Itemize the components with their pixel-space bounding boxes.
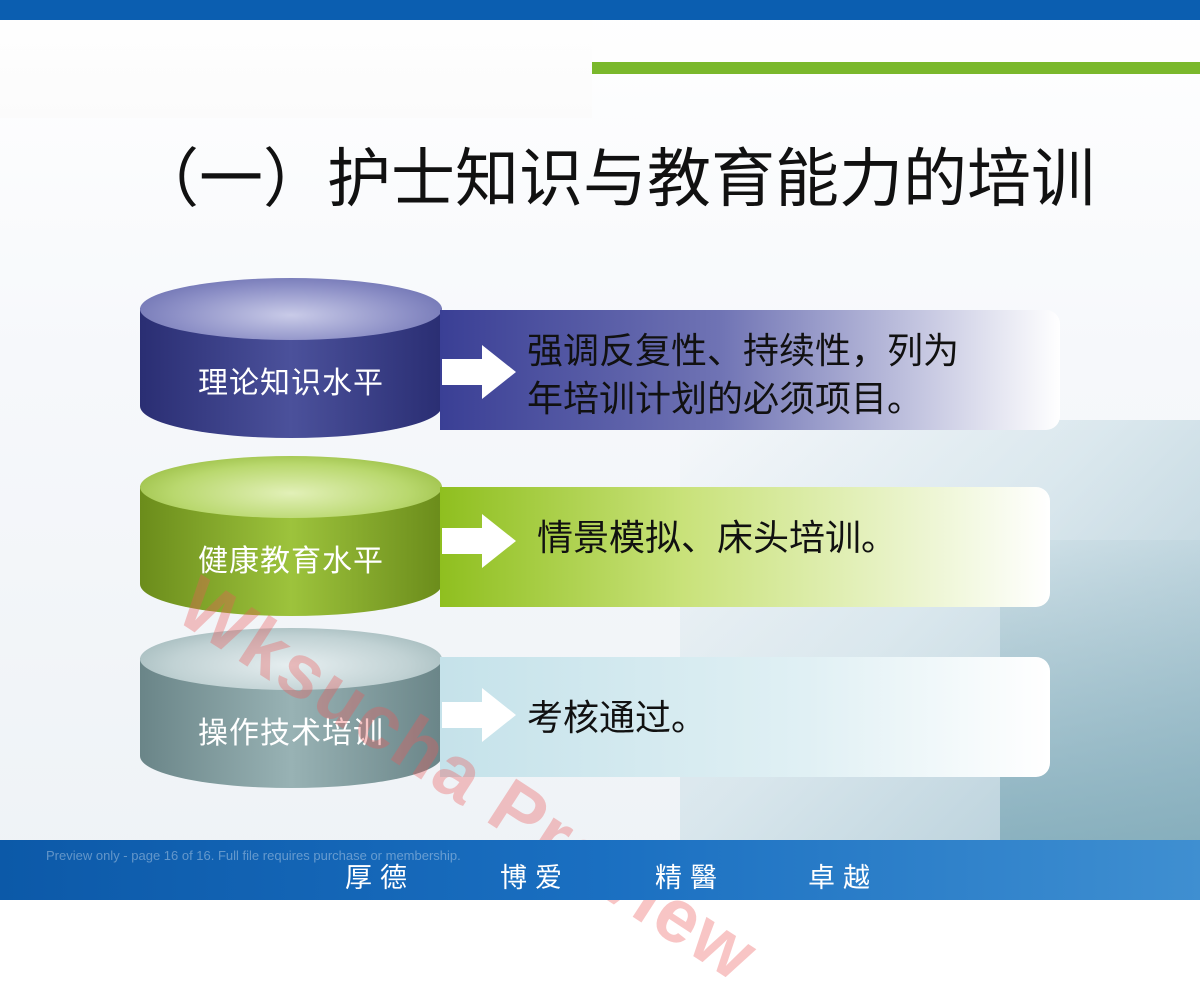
description-line: 强调反复性、持续性，列为 <box>527 328 1037 376</box>
cylinder-label: 理论知识水平 <box>140 358 442 402</box>
cylinder-top <box>140 278 442 340</box>
arrow-right-icon <box>442 345 516 399</box>
description-line: 年培训计划的必须项目。 <box>527 376 1037 424</box>
footer-motto-item: 卓越 <box>808 856 878 895</box>
slide-title: （一）护士知识与教育能力的培训 <box>135 140 1135 220</box>
arrow-right-icon <box>442 514 516 568</box>
description-text-skills-training: 考核通过。 <box>527 695 1007 743</box>
footer-motto-item: 精醫 <box>655 856 725 895</box>
top-green-stripe <box>592 62 1200 74</box>
top-blue-bar <box>0 0 1200 20</box>
footer-motto-item: 博爱 <box>500 856 570 895</box>
cylinder-label: 健康教育水平 <box>140 536 442 580</box>
description-text-health-education: 情景模拟、床头培训。 <box>537 515 1017 563</box>
cylinder-theory: 理论知识水平 <box>140 278 442 454</box>
footer-motto-item: 厚德 <box>345 856 415 895</box>
description-text-theory: 强调反复性、持续性，列为 年培训计划的必须项目。 <box>527 328 1037 424</box>
cylinder-top <box>140 456 442 518</box>
